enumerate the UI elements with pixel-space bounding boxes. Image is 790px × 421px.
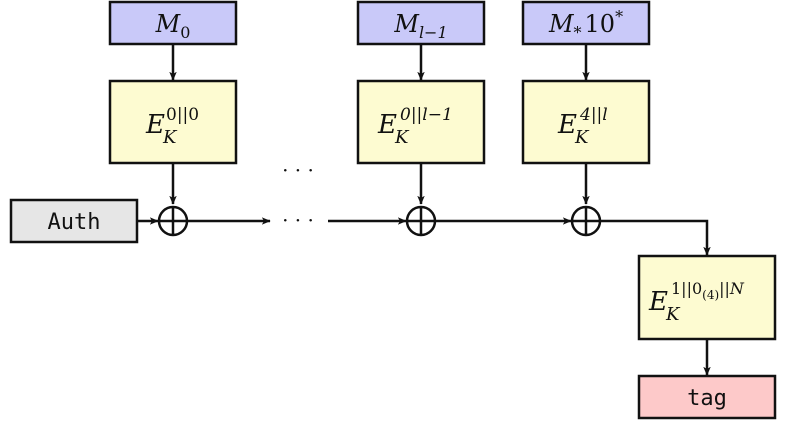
encryption-block-estar: EK 4||l — [521, 79, 651, 165]
tag-block: tag — [637, 374, 777, 420]
estar-sub: K — [574, 127, 590, 148]
svg-text:EK: EK — [377, 110, 410, 148]
xor-1 — [405, 205, 437, 237]
estar-sup: 4||l — [579, 105, 608, 125]
message-block-ml-1: Ml−1 — [356, 0, 486, 46]
svg-text:EK: EK — [648, 287, 681, 325]
efinal-sup-a: 1||0 — [671, 279, 702, 298]
e0-sub: K — [162, 127, 178, 148]
message-block-m0: M0 — [108, 0, 238, 46]
encryption-block-e0: EK 0||0 — [108, 79, 238, 165]
ellipsis-middle: · · · — [282, 208, 314, 232]
efinal-sub: K — [665, 304, 681, 325]
efinal-sup-sub: (4) — [702, 288, 719, 302]
xor-0 — [157, 205, 189, 237]
message-m-star-base: M — [548, 10, 575, 38]
efinal-base: E — [648, 287, 668, 317]
message-m-star-tail: 10 — [585, 10, 616, 38]
auth-block: Auth — [9, 198, 139, 244]
e0-sup: 0||0 — [166, 105, 199, 125]
svg-text:1||0(4)||N: 1||0(4)||N — [671, 279, 745, 302]
message-m-star-tail-sup: * — [615, 7, 623, 26]
efinal-sup-b: ||N — [719, 279, 745, 298]
el-sub: K — [394, 127, 410, 148]
message-m0-base: M — [155, 10, 182, 38]
message-ml-1-base: M — [393, 10, 420, 38]
svg-text:M*10*: M*10* — [548, 7, 623, 42]
ellipsis-top: · · · — [282, 158, 314, 182]
xor-2 — [570, 205, 602, 237]
tag-label: tag — [687, 386, 727, 411]
svg-text:Ml−1: Ml−1 — [393, 10, 447, 42]
message-m-star-sub: * — [574, 23, 582, 42]
message-block-m-star: M*10* — [521, 0, 651, 46]
message-m0-sub: 0 — [180, 23, 190, 42]
svg-text:EK: EK — [145, 110, 178, 148]
svg-text:EK: EK — [557, 110, 590, 148]
message-ml-1-sub: l−1 — [419, 23, 448, 42]
estar-base: E — [557, 110, 577, 140]
el-base: E — [377, 110, 397, 140]
e0-base: E — [145, 110, 165, 140]
svg-text:M0: M0 — [155, 10, 191, 42]
el-sup: 0||l−1 — [400, 105, 453, 125]
encryption-block-final: EK 1||0(4)||N — [637, 254, 777, 341]
auth-label: Auth — [48, 210, 101, 235]
encryption-block-el: EK 0||l−1 — [356, 79, 486, 165]
arrow-xor2-to-efinal — [600, 219, 711, 256]
